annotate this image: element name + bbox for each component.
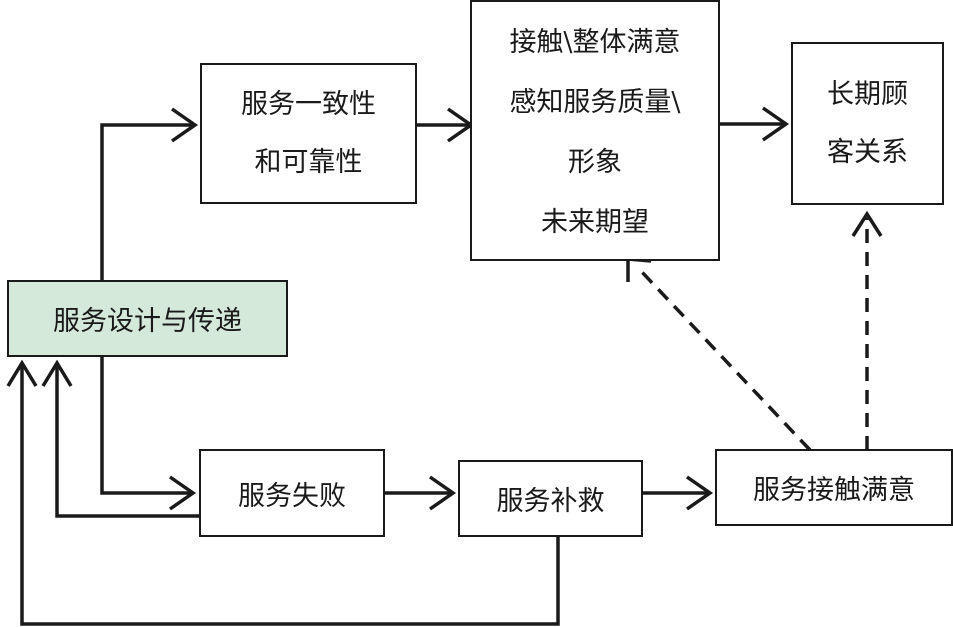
node-label: 服务设计与传递	[53, 306, 242, 337]
arrowhead-recovery-to-design	[6, 359, 38, 387]
node-label: 服务补救	[496, 486, 605, 517]
node-service-design: 服务设计与传递	[7, 280, 288, 357]
edge-failure-to-design	[55, 363, 200, 518]
arrowhead-failure-to-recovery	[429, 475, 457, 511]
node-service-consistency: 服务一致性 和可靠性	[200, 63, 417, 204]
node-service-failure: 服务失败	[199, 449, 385, 537]
node-label: 未来期望	[541, 206, 649, 238]
node-label: 感知服务质量\	[509, 86, 681, 118]
arrowhead-encounter-to-longterm	[851, 210, 883, 237]
edge-design-to-failure	[100, 355, 193, 495]
node-label: 长期顾	[827, 78, 908, 110]
node-label: 服务接触满意	[753, 475, 915, 506]
edge-encounter-to-perception	[638, 268, 812, 452]
edge-recovery-to-design	[20, 363, 560, 626]
arrowhead-failure-to-design	[41, 359, 73, 387]
node-service-recovery: 服务补救	[458, 460, 643, 537]
node-label: 和可靠性	[254, 146, 363, 178]
arrowhead-recovery-to-encounter	[686, 475, 714, 511]
node-long-term-relationship: 长期顾 客关系	[791, 42, 944, 205]
node-label: 形象	[568, 146, 622, 178]
arrowhead-perception-to-longterm	[762, 106, 790, 142]
node-label: 服务失败	[238, 480, 346, 512]
node-label: 客关系	[827, 136, 908, 168]
arrowhead-design-to-failure	[169, 475, 197, 511]
edge-design-to-consistency	[100, 123, 195, 282]
node-label: 服务一致性	[241, 88, 376, 120]
node-perception: 接触\整体满意 感知服务质量\ 形象 未来期望	[470, 0, 720, 261]
node-label: 接触\整体满意	[509, 26, 681, 58]
node-encounter-satisfaction: 服务接触满意	[715, 449, 953, 526]
arrowhead-design-to-consistency	[171, 107, 199, 143]
